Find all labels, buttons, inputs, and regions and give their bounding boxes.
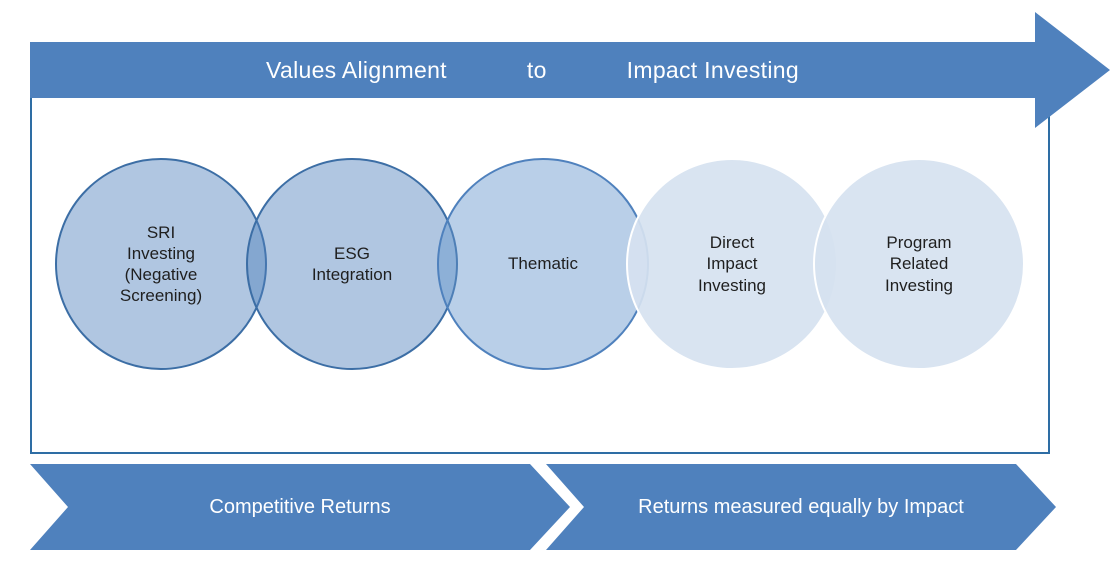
- top-arrow-title: Values Alignment to Impact Investing: [30, 42, 1035, 98]
- circle-esg-integration-label: ESG Integration: [311, 243, 393, 284]
- circle-thematic: Thematic: [437, 158, 649, 370]
- competitive-returns-label: Competitive Returns: [209, 495, 391, 518]
- to-label: to: [526, 56, 547, 83]
- returns-measured-label: Returns measured equally by Impact: [638, 495, 964, 518]
- circle-program-related-investing-label: Program Related Investing: [884, 233, 954, 295]
- circle-thematic-label: Thematic: [508, 254, 578, 274]
- circle-direct-impact-investing-label: Direct Impact Investing: [697, 233, 767, 295]
- returns-measured-arrow: Returns measured equally by Impact: [546, 464, 1056, 550]
- values-alignment-label: Values Alignment: [266, 56, 447, 83]
- circle-direct-impact-investing: Direct Impact Investing: [626, 158, 838, 370]
- circle-sri-investing: SRI Investing (Negative Screening): [55, 158, 267, 370]
- circle-esg-integration: ESG Integration: [246, 158, 458, 370]
- circle-program-related-investing: Program Related Investing: [813, 158, 1025, 370]
- competitive-returns-arrow: Competitive Returns: [30, 464, 570, 550]
- impact-investing-label: Impact Investing: [626, 56, 799, 83]
- circle-sri-investing-label: SRI Investing (Negative Screening): [119, 222, 203, 306]
